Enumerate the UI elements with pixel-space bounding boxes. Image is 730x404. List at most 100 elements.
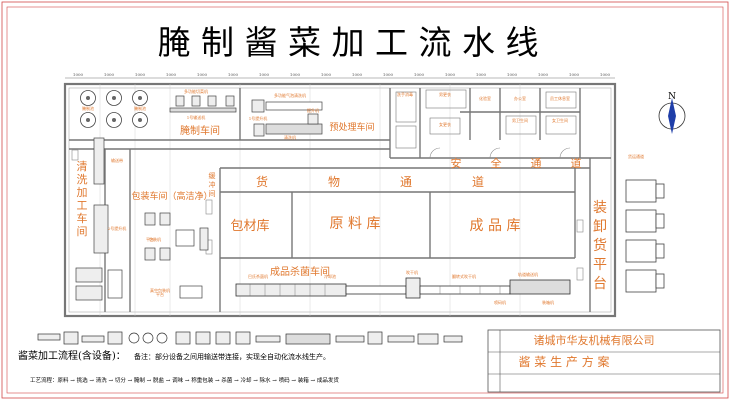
room-label-char: 清 bbox=[77, 160, 88, 173]
locker-row bbox=[425, 89, 467, 109]
room-label-char: 装 bbox=[593, 200, 607, 216]
room-label-small: 平台 bbox=[146, 236, 154, 242]
dimension-label: 1000 bbox=[259, 72, 270, 77]
room-label-raw: 原 料 库 bbox=[330, 216, 381, 232]
truck bbox=[625, 239, 657, 263]
process-machine bbox=[443, 335, 463, 343]
dimension-label: 1000 bbox=[321, 72, 332, 77]
room-label-char: 洗 bbox=[77, 173, 88, 186]
room-label-char: 货 bbox=[256, 174, 268, 189]
toilet-stall bbox=[545, 115, 577, 135]
equipment-label: 输送带 bbox=[111, 157, 123, 163]
title-block bbox=[487, 329, 721, 393]
washing-machines bbox=[75, 137, 123, 301]
equipment-label: 清洗机 bbox=[284, 134, 296, 140]
machine-block bbox=[307, 113, 319, 125]
dimension-label: 1000 bbox=[352, 72, 363, 77]
equipment-label: 装箱机 bbox=[542, 299, 554, 305]
title-block-frame bbox=[487, 329, 721, 393]
equipment-label: 多功能切菜机 bbox=[184, 88, 208, 94]
room-label-char: 平 bbox=[593, 257, 607, 273]
machine-block bbox=[253, 123, 265, 137]
equipment-label: 腌制池 bbox=[82, 105, 94, 111]
equipment-label: 吹干机 bbox=[406, 269, 418, 275]
truck bbox=[655, 213, 665, 229]
washer-tank bbox=[75, 267, 103, 283]
legend-steps: 工艺流程：原料 → 挑选 → 清洗 → 切分 → 腌制 → 脱盐 → 调味 → … bbox=[30, 376, 339, 384]
machine-block bbox=[251, 99, 265, 113]
door-openings bbox=[71, 147, 584, 281]
equipment-label: 翻转式吹干机 bbox=[452, 273, 476, 279]
process-machine bbox=[107, 331, 123, 345]
equipment-labels: 腌制池 腌制池 多功能切菜机 1号输送机 多功能气泡清洗机 1号提升机 提升机 … bbox=[82, 88, 644, 305]
pickling-pool-centers bbox=[86, 96, 142, 122]
dimension-label: 1000 bbox=[414, 72, 425, 77]
process-machine bbox=[156, 332, 168, 344]
process-machine bbox=[367, 331, 383, 345]
conveyor-strip bbox=[265, 123, 323, 135]
room-label-pickling: 腌制车间 bbox=[180, 124, 220, 137]
room-label-small: 办公室 bbox=[514, 95, 526, 101]
equipment-label: 轨道输送机 bbox=[518, 271, 538, 277]
truck bbox=[655, 243, 665, 259]
process-machine bbox=[37, 333, 61, 341]
room-label-char: 安 bbox=[451, 156, 462, 170]
process-machine bbox=[215, 331, 231, 345]
process-machine bbox=[417, 333, 439, 345]
machine-block bbox=[225, 95, 235, 107]
room-label-char: 货 bbox=[593, 237, 607, 254]
building-inner-wall bbox=[68, 87, 612, 313]
dryer bbox=[405, 277, 421, 299]
washer-tank bbox=[75, 285, 103, 301]
turnover-dryer bbox=[419, 285, 511, 295]
equipment-label: 2号提升机 bbox=[108, 225, 127, 231]
room-label-small: 洗手消毒 bbox=[397, 91, 413, 97]
dimension-label: 1000 bbox=[507, 72, 518, 77]
room-label-small: 男卫生间 bbox=[512, 117, 528, 123]
process-machine bbox=[142, 332, 154, 344]
room-label-char: 间 bbox=[209, 190, 216, 198]
office-desk bbox=[545, 91, 577, 109]
toilet-stall bbox=[505, 115, 537, 135]
equipment-label: 真空包装机 bbox=[150, 287, 170, 293]
room-label-char: 道 bbox=[571, 156, 582, 170]
process-machine bbox=[335, 335, 365, 343]
building-outer-wall bbox=[63, 82, 617, 318]
process-machine bbox=[255, 335, 281, 343]
equipment-label: 1号输送机 bbox=[187, 114, 206, 120]
process-machine bbox=[128, 332, 140, 344]
machine-block bbox=[159, 247, 171, 261]
room-label-material-pack: 包材库 bbox=[230, 218, 269, 234]
equipment-label: 巴氏杀菌机 bbox=[248, 273, 268, 279]
dimension-label: 1000 bbox=[197, 72, 208, 77]
truck bbox=[655, 183, 665, 199]
pasteurizer bbox=[235, 283, 347, 297]
inner-sheet-border bbox=[6, 6, 724, 394]
dimension-label: 1000 bbox=[166, 72, 177, 77]
process-machine bbox=[81, 335, 105, 343]
company-name: 诸城市华友机械有限公司 bbox=[534, 333, 655, 347]
machine-block bbox=[159, 212, 171, 226]
room-labels: 腌制车间 预处理车间 包装车间（高洁净） 包材库 原 料 库 成 品 库 成品杀… bbox=[131, 121, 520, 278]
process-machine bbox=[235, 331, 251, 345]
room-label-small: 化验室 bbox=[479, 95, 491, 101]
lift-machine bbox=[107, 269, 123, 299]
equipment-label: 多功能气泡清洗机 bbox=[274, 92, 306, 98]
room-label-char: 工 bbox=[77, 199, 88, 212]
north-compass bbox=[658, 98, 686, 134]
room-label-char: 间 bbox=[77, 225, 88, 238]
legend-note: 备注：部分设备之间用输送带连接，实现全自动化流水线生产。 bbox=[134, 352, 330, 361]
room-label-small: 女卫生间 bbox=[552, 117, 568, 123]
truck bbox=[655, 273, 665, 289]
dimension-label: 1000 bbox=[445, 72, 456, 77]
dimension-label: 1000 bbox=[569, 72, 580, 77]
process-machine bbox=[63, 331, 79, 345]
bubble-washer bbox=[265, 101, 323, 111]
dimension-label: 1000 bbox=[600, 72, 611, 77]
room-label-char: 台 bbox=[593, 276, 607, 292]
room-label-small: 男更衣 bbox=[439, 91, 451, 97]
room-label-char: 通 bbox=[400, 175, 412, 189]
trucks bbox=[625, 179, 665, 293]
hand-wash-sink bbox=[395, 125, 417, 149]
